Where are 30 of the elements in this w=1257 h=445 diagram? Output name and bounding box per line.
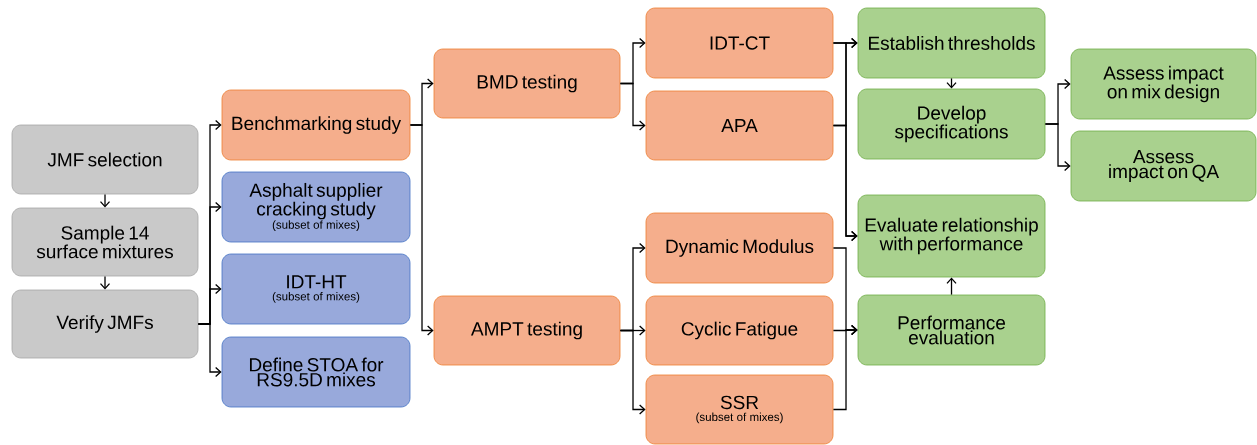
arrow (619, 329, 646, 415)
study-box: Asphalt supplier cracking study (subset of mixes) (221, 171, 411, 243)
test-box: APA (645, 90, 834, 161)
test-box: AMPT testing (433, 295, 621, 366)
arrow (99, 193, 111, 208)
arrow (197, 323, 222, 378)
arrow (946, 277, 957, 296)
test-box: Dynamic Modulus (645, 212, 834, 284)
arrow (832, 324, 858, 411)
study-box: IDT-HT (subset of mixes) (221, 253, 411, 325)
outcome-box: Establish thresholds (857, 7, 1046, 79)
arrow (832, 124, 858, 242)
outcome-box: Assess impact on QA (1070, 130, 1257, 202)
arrow (409, 124, 434, 336)
test-box: BMD testing (433, 48, 621, 119)
test-box: IDT-CT (645, 7, 834, 79)
outcome-box: Evaluate relationship with performance (857, 194, 1046, 278)
test-box: SSR (subset of mixes) (645, 374, 834, 445)
process-box: Sample 14 surface mixtures (11, 207, 199, 277)
outcome-box: Assess impact on mix design (1070, 48, 1257, 120)
process-box: Verify JMFs (11, 289, 199, 359)
study-box: Define STOA for RS9.5D mixes (221, 336, 411, 408)
arrow (1044, 123, 1071, 172)
outcome-box: Performance evaluation (857, 294, 1046, 366)
test-box: Cyclic Fatigue (645, 295, 834, 366)
test-box: Benchmarking study (221, 89, 411, 161)
arrow (619, 82, 646, 131)
outcome-box: Develop specifications (857, 88, 1046, 160)
process-box: JMF selection (11, 124, 199, 195)
arrow (99, 275, 111, 290)
